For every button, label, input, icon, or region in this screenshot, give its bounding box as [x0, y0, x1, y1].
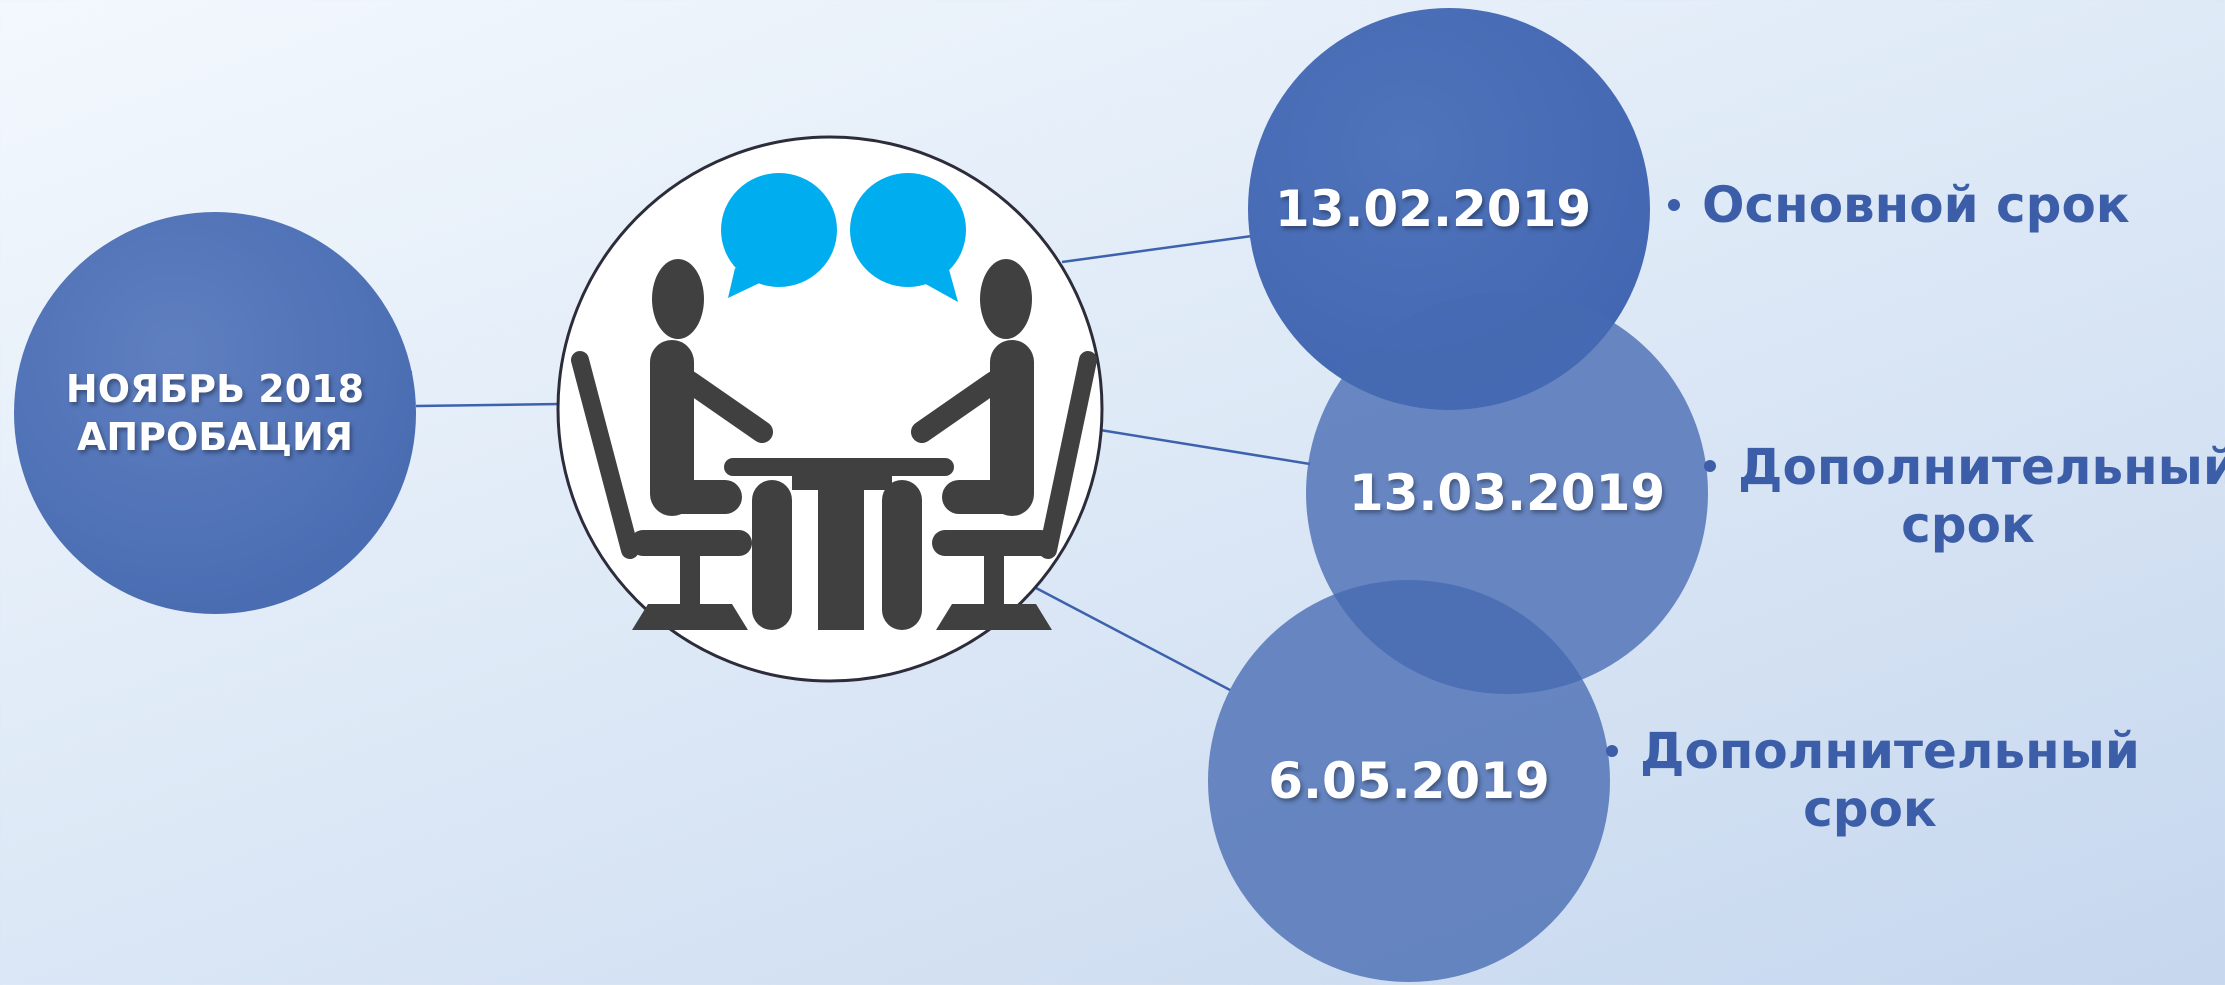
- start-node-line1: НОЯБРЬ 2018: [65, 367, 365, 411]
- date-3-text: 6.05.2019: [1268, 752, 1550, 810]
- connector-bottom: [1035, 586, 1231, 692]
- start-node-circle: НОЯБРЬ 2018 АПРОБАЦИЯ: [14, 212, 416, 614]
- speech-bubble-right-icon: [850, 173, 966, 302]
- start-node-line2: АПРОБАЦИЯ: [76, 415, 354, 459]
- date-2-label-line2: срок: [1901, 496, 2035, 554]
- date-3-label-line1: Дополнительный: [1640, 722, 2140, 780]
- bullet-2: [1704, 460, 1716, 472]
- connector-middle: [1099, 428, 1311, 466]
- date-3-label: Дополнительный срок: [1640, 722, 2140, 838]
- connector-top: [1061, 234, 1253, 264]
- date-1-label: Основной срок: [1702, 176, 2130, 234]
- date-3-label-line2: срок: [1803, 780, 1937, 838]
- connector-left: [415, 402, 561, 408]
- date-1-text: 13.02.2019: [1274, 180, 1592, 238]
- date-2-label: Дополнительный срок: [1738, 438, 2225, 554]
- table-icon: [724, 458, 954, 630]
- bullet-3: [1606, 745, 1618, 757]
- date-2-text: 13.03.2019: [1348, 464, 1666, 522]
- date-2-label-line1: Дополнительный: [1738, 438, 2225, 496]
- date-1-label-line1: Основной срок: [1702, 176, 2130, 234]
- person-left-icon: [571, 259, 792, 630]
- date-circle-3: 6.05.2019: [1208, 580, 1610, 982]
- speech-bubble-left-icon: [721, 173, 837, 298]
- person-right-icon: [882, 259, 1097, 630]
- bullet-1: [1668, 199, 1680, 211]
